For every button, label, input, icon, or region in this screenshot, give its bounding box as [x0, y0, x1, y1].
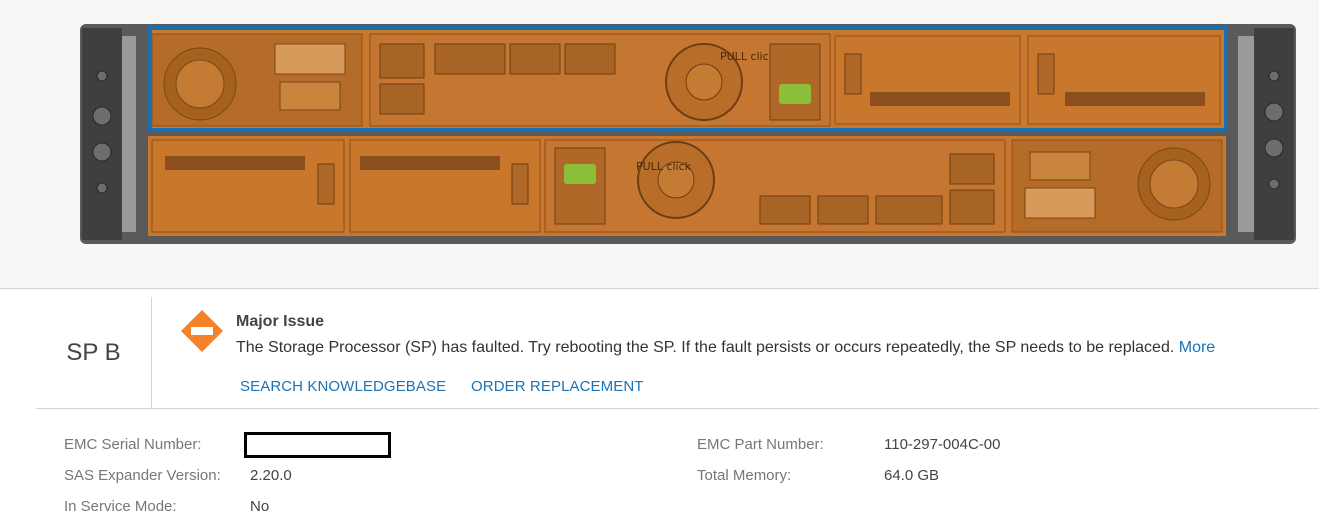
- total-memory-value: 64.0 GB: [884, 467, 940, 484]
- service-mode-label: In Service Mode:: [64, 498, 177, 515]
- pull-click-text: PULL click: [636, 160, 692, 173]
- sp-b-module[interactable]: PULL click: [148, 136, 1226, 236]
- rack-screw-icon: [1264, 138, 1284, 158]
- order-replacement-link[interactable]: ORDER REPLACEMENT: [471, 378, 644, 395]
- rack-screw-icon: [96, 182, 108, 194]
- total-memory-label: Total Memory:: [697, 467, 792, 484]
- redacted-serial-number: [244, 432, 391, 458]
- part-number-value: 110-297-004C-00: [884, 436, 1001, 453]
- rack-screw-icon: [96, 70, 108, 82]
- more-link[interactable]: More: [1178, 339, 1216, 356]
- status-led-green: [564, 164, 596, 184]
- rack-screw-icon: [1264, 102, 1284, 122]
- part-number-label: EMC Part Number:: [697, 436, 824, 453]
- left-rack-ear: [82, 28, 122, 240]
- section-divider: [36, 408, 1319, 409]
- hardware-view: PULL click: [0, 24, 1319, 289]
- fault-description-text: The Storage Processor (SP) has faulted. …: [236, 339, 1175, 356]
- rack-screw-icon: [1268, 70, 1280, 82]
- storage-enclosure-rear-view: PULL click: [80, 24, 1296, 244]
- status-led-green: [779, 84, 811, 104]
- selection-outline: [148, 26, 1228, 132]
- fault-title: Major Issue: [236, 313, 325, 330]
- serial-number-label: EMC Serial Number:: [64, 436, 202, 453]
- pull-click-text: PULL click: [720, 50, 776, 63]
- sp-a-module[interactable]: PULL click: [148, 30, 1226, 130]
- fault-description: The Storage Processor (SP) has faulted. …: [236, 339, 1215, 357]
- rack-screw-icon: [92, 106, 112, 126]
- sp-name: SP B: [36, 297, 152, 408]
- search-knowledgebase-link[interactable]: SEARCH KNOWLEDGEBASE: [240, 378, 447, 395]
- service-mode-value: No: [250, 498, 270, 515]
- sas-expander-value: 2.20.0: [250, 467, 292, 484]
- sas-expander-label: SAS Expander Version:: [64, 467, 221, 484]
- major-issue-icon: [181, 310, 223, 352]
- rack-screw-icon: [1268, 178, 1280, 190]
- rack-screw-icon: [92, 142, 112, 162]
- sp-detail-panel: SP B Major Issue The Storage Processor (…: [0, 289, 1319, 532]
- right-rack-ear: [1254, 28, 1294, 240]
